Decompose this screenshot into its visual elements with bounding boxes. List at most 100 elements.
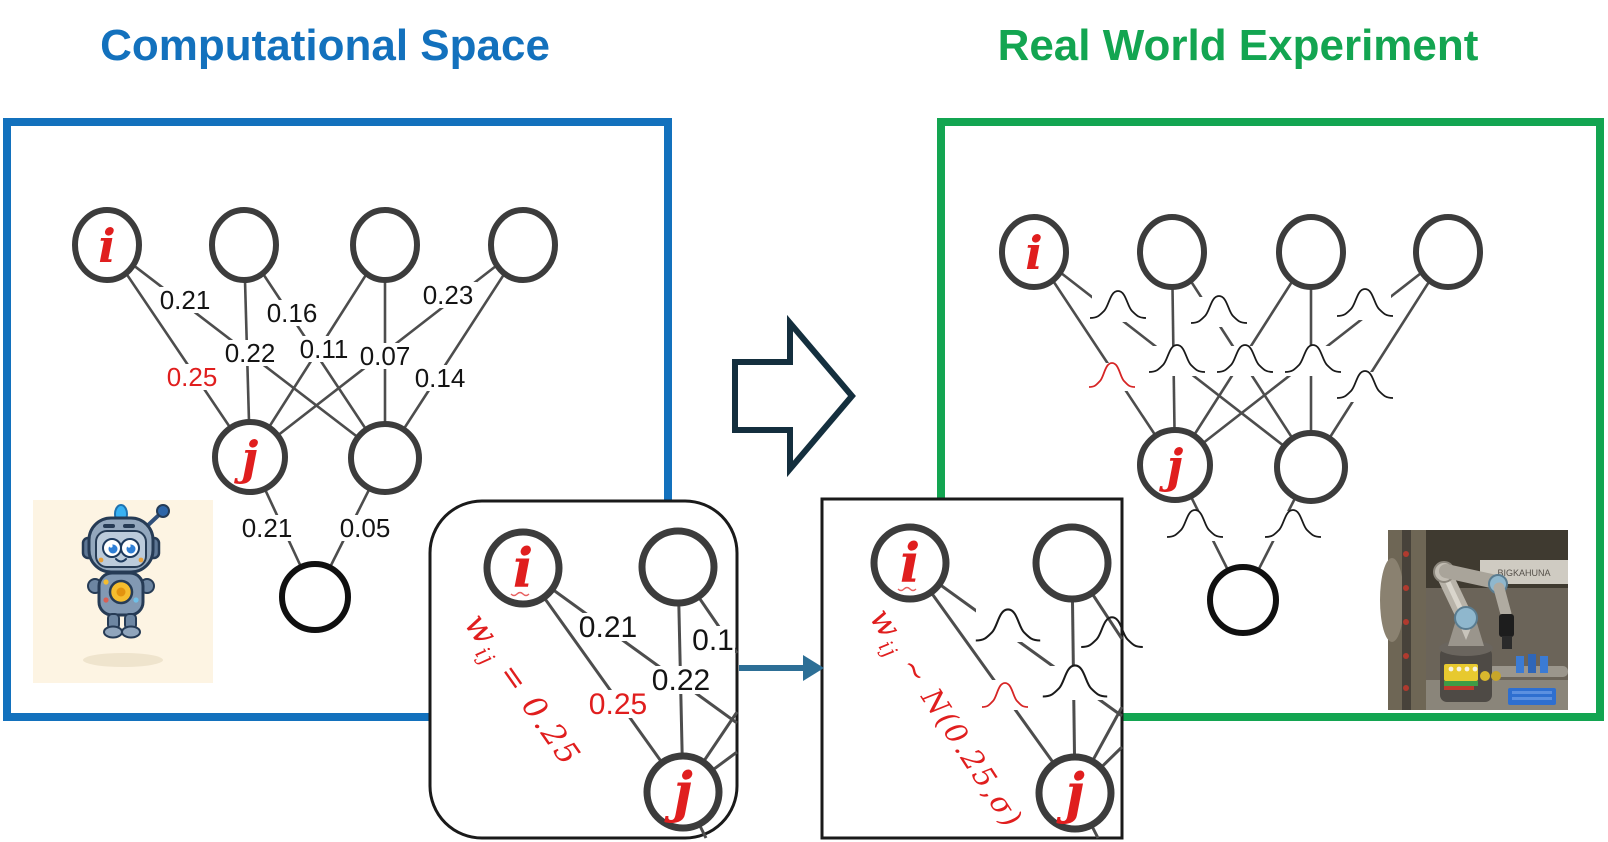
amber-light	[1480, 671, 1490, 681]
edge-weight-label: 0.22	[225, 338, 276, 368]
label-backing	[1339, 372, 1391, 402]
input-node-i	[72, 207, 142, 283]
edge-weight-label: 0.21	[579, 611, 637, 644]
arm-joint-blue	[1454, 606, 1478, 630]
squiggle-underline	[510, 591, 530, 597]
robot-foot	[103, 625, 123, 639]
tube-top	[1464, 666, 1470, 672]
arm-gripper-tip	[1502, 636, 1512, 649]
arm-segment-upper	[1439, 564, 1503, 589]
blue-tube	[1516, 656, 1524, 673]
photo-bolt	[1403, 551, 1409, 557]
photo-porthole	[1380, 558, 1404, 642]
tube-top	[1472, 666, 1478, 672]
label-backing	[1339, 290, 1391, 320]
input-node-i	[999, 214, 1069, 290]
robot-cartoon-image	[33, 500, 213, 683]
robot-eye-glint	[109, 544, 113, 548]
block-arrow-right-icon	[732, 314, 856, 478]
tube-top	[1448, 666, 1454, 672]
node-i-label: i	[513, 536, 534, 600]
label-backing	[419, 282, 477, 308]
inset-node-i	[483, 528, 563, 608]
rack-strip-red	[1444, 686, 1474, 690]
node-i-label: i	[900, 531, 921, 595]
hidden-node	[1274, 430, 1348, 504]
label-backing	[692, 626, 735, 654]
robot-body-dot	[103, 579, 109, 585]
label-backing	[1092, 292, 1144, 322]
inset-node-i	[870, 523, 950, 603]
lab-robot-photo: BIGKAHUNA	[1380, 530, 1568, 710]
edge-weight-label: 0.16	[267, 298, 318, 328]
right-panel-title: Real World Experiment	[998, 21, 1479, 70]
blue-tray-row	[1512, 691, 1552, 694]
label-backing	[577, 613, 641, 641]
label-backing	[263, 300, 321, 326]
label-backing	[221, 340, 279, 366]
label-backing	[356, 343, 414, 369]
blue-tube	[1528, 654, 1536, 673]
robot-foot	[121, 625, 141, 639]
photo-bolt	[1403, 619, 1409, 625]
right-graph: i j	[999, 214, 1483, 636]
hidden-node-j	[1137, 427, 1213, 503]
blue-tray	[1508, 688, 1556, 705]
inset-node	[638, 527, 718, 607]
edge-line	[1032, 251, 1177, 466]
edge-line	[522, 566, 738, 725]
robot-belly-core	[116, 587, 126, 597]
robot-body-dot	[103, 597, 109, 603]
inset-node	[1032, 523, 1112, 603]
edge-weight-label: 0.1	[692, 624, 734, 657]
input-node	[350, 207, 420, 283]
photo-bolt	[1403, 653, 1409, 659]
node-i-label: i	[98, 219, 115, 273]
robot-cheek-dot	[138, 557, 144, 563]
output-node	[279, 561, 351, 633]
edge-line	[105, 244, 252, 458]
edge-weight-label: 0.14	[415, 363, 466, 393]
arm-highlight	[1443, 575, 1465, 615]
edge-weight-label: 0.11	[300, 334, 349, 364]
label-backing	[1048, 666, 1104, 700]
label-backing	[1151, 346, 1203, 376]
arrow-right-icon	[739, 655, 824, 681]
edge-weight-label: 0.07	[360, 341, 411, 371]
label-backing	[336, 515, 394, 541]
label-backing	[1219, 346, 1271, 376]
left-inset: 0.21 0.1 0.22 0.25 i j wij = 0.25	[428, 499, 739, 840]
label-backing	[586, 690, 650, 718]
left-panel-title: Computational Space	[100, 21, 550, 70]
edge-line	[383, 244, 525, 459]
computational-space-frame	[3, 118, 672, 721]
label-backing	[1193, 297, 1245, 327]
blue-tray-row	[1512, 697, 1552, 700]
rack-strip-green	[1444, 681, 1478, 686]
input-node	[1413, 214, 1483, 290]
photo-bolt	[1403, 685, 1409, 691]
tube-rack-yellow	[1444, 664, 1478, 681]
edge-line	[908, 562, 1077, 794]
label-backing	[156, 287, 214, 313]
robot-antenna-tip	[156, 504, 170, 518]
robot-head-vent	[103, 524, 115, 528]
output-node	[1207, 564, 1279, 636]
edge-weight-label: 0.21	[242, 513, 293, 543]
hidden-node-j	[212, 419, 288, 495]
arrow-head	[803, 655, 824, 681]
robot-head-vent	[123, 524, 135, 528]
label-backing	[163, 364, 221, 390]
right-inset: i j wij ~ N(0.25,σ)	[820, 497, 1144, 840]
label-backing	[649, 666, 713, 694]
arm-gripper	[1499, 614, 1514, 637]
label-backing	[1088, 363, 1136, 391]
amber-light	[1491, 671, 1501, 681]
inset-node-j	[1035, 753, 1115, 833]
arm-pedestal-mark	[1461, 628, 1471, 640]
label-backing	[1287, 346, 1339, 376]
edge-weight-label: 0.05	[340, 513, 391, 543]
hidden-node	[348, 421, 422, 495]
